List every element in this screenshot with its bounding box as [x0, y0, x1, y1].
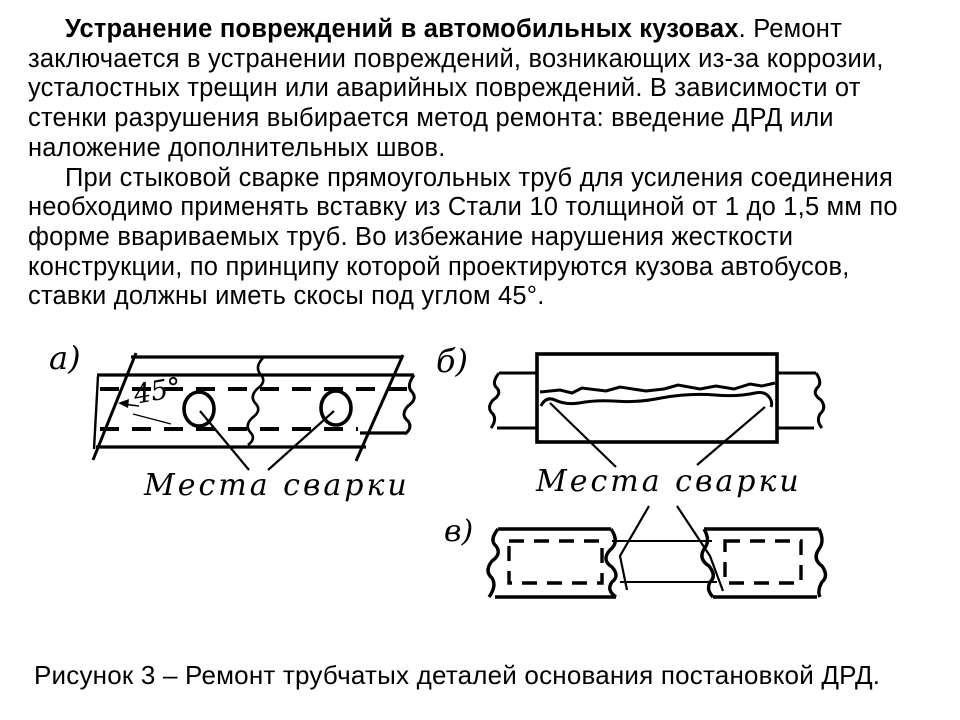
- paragraph2-line4: конструкции, по принципу которой проекти…: [28, 252, 850, 281]
- paragraph1-line2: заключается в устранении повреждений, во…: [28, 44, 884, 73]
- diagram-a-label: а): [49, 339, 81, 377]
- paragraph1-line5: наложение дополнительных швов.: [28, 133, 446, 162]
- paragraph2-line3: форме ввариваемых труб. Во избежание нар…: [28, 222, 794, 251]
- angle-annotation: 45°: [131, 371, 184, 411]
- body-text: Устранение повреждений в автомобильных к…: [28, 15, 943, 312]
- weld-spots-label-b: Места сварки: [536, 464, 802, 499]
- diagram-v-art: [486, 505, 828, 599]
- diagram-b-art: [488, 352, 826, 468]
- diagram-v-label: в): [444, 514, 474, 549]
- paragraph1-line4: стенки разрушения выбирается метод ремон…: [28, 104, 834, 133]
- paragraph1-line3: усталостных трещин или аварийных поврежд…: [28, 74, 861, 103]
- paragraph2-line1: При стыковой сварке прямоугольных труб д…: [65, 163, 893, 192]
- paragraph1-lead-rest: . Ремонт: [738, 15, 842, 43]
- paragraph2-line5: ставки должны иметь скосы под углом 45°.: [28, 282, 545, 311]
- paragraph1-bold-lead: Устранение повреждений в автомобильных к…: [65, 15, 739, 43]
- diagram-b-label: б): [436, 342, 469, 380]
- paragraph2-line2: необходимо применять вставку из Стали 10…: [28, 193, 898, 222]
- diagram-a-art: [91, 352, 416, 471]
- figure-caption: Рисунок 3 – Ремонт трубчатых деталей осн…: [34, 660, 881, 690]
- paragraph1-line1: Устранение повреждений в автомобильных к…: [28, 15, 943, 45]
- weld-spots-label-a: Места сварки: [144, 468, 410, 503]
